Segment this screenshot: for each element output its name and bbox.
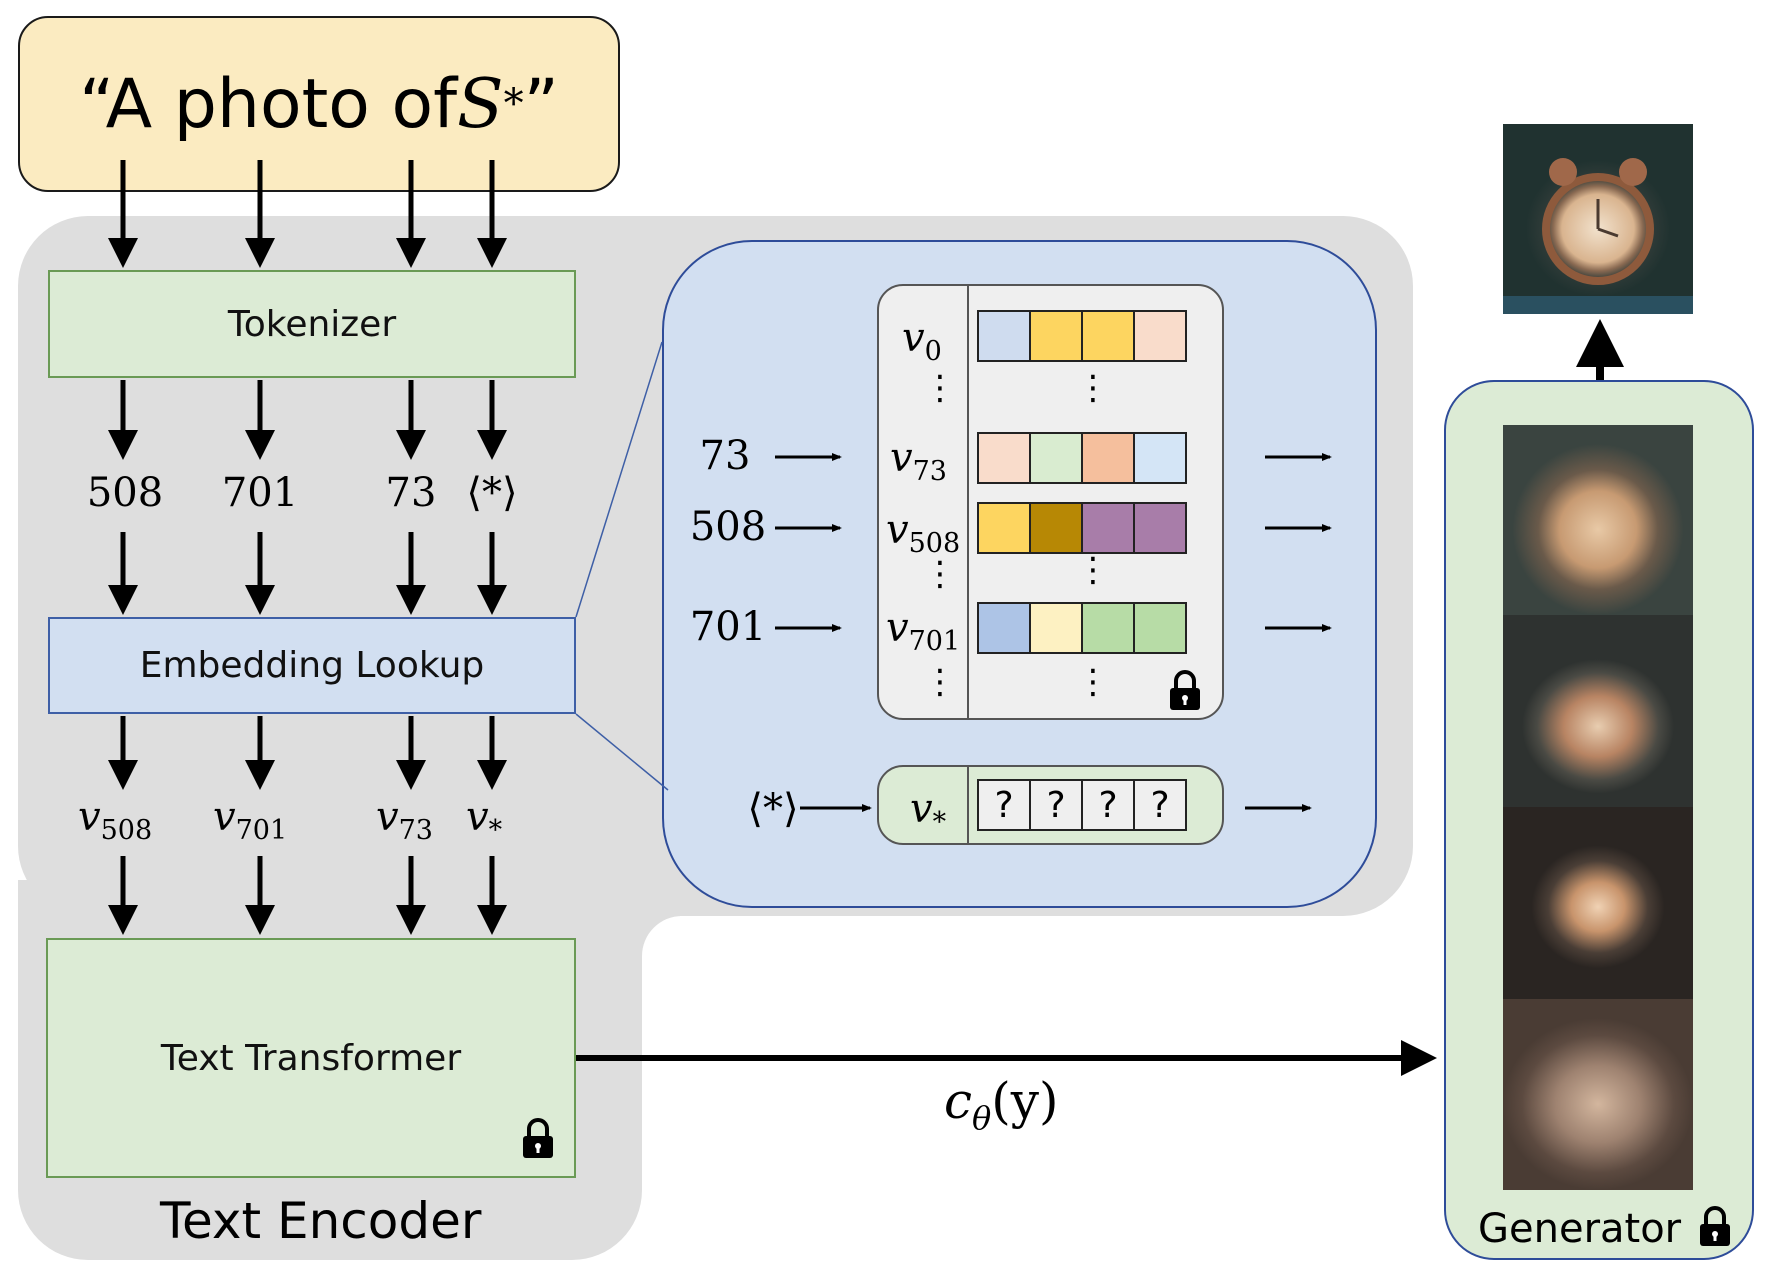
- embedding-cell: [1133, 432, 1187, 484]
- output-image: [1503, 124, 1693, 314]
- unknown-cell-1: ?: [977, 779, 1031, 831]
- prompt-symbol-sub: *: [503, 81, 524, 127]
- vdots-4: ⋮: [1076, 550, 1110, 590]
- prompt-phrase: “A photo of: [79, 64, 458, 144]
- vdots-5: ⋮: [923, 662, 957, 702]
- unknown-cell-2: ?: [1029, 779, 1083, 831]
- tokenizer-block: Tokenizer: [48, 270, 576, 378]
- lock-icon: [1168, 670, 1202, 712]
- vdots-6: ⋮: [1076, 662, 1110, 702]
- zoom-line-top: [575, 341, 663, 618]
- zoom-line-bottom: [575, 713, 669, 791]
- embedding-cell: [1081, 602, 1135, 654]
- zoom-input-73: 73: [699, 433, 751, 479]
- denoise-step-2-image: [1503, 615, 1693, 807]
- conditioning-label: cθ(y): [944, 1072, 1059, 1137]
- embedding-v508: v508: [78, 794, 153, 846]
- generator-label: Generator: [1478, 1206, 1682, 1252]
- embedding-v73: v73: [376, 794, 433, 846]
- row-label-v508: v508: [886, 507, 961, 559]
- row-label-v0: v0: [902, 315, 942, 367]
- embedding-cell: [1029, 310, 1083, 362]
- token-id-508: 508: [86, 470, 164, 516]
- embedding-cell: [1029, 602, 1083, 654]
- star-divider: [967, 765, 969, 845]
- text-encoder-label: Text Encoder: [160, 1192, 482, 1250]
- token-id-701: 701: [221, 470, 299, 516]
- embedding-lookup-block: Embedding Lookup: [48, 617, 576, 714]
- embedding-cell: [1133, 602, 1187, 654]
- embedding-cell: [977, 602, 1031, 654]
- embedding-cell: [977, 432, 1031, 484]
- text-transformer-label: Text Transformer: [160, 1037, 462, 1079]
- token-id-73: 73: [385, 470, 437, 516]
- vdots-2: ⋮: [1076, 368, 1110, 408]
- embedding-cell: [1133, 502, 1187, 554]
- alarm-clock-icon: [1503, 158, 1693, 314]
- embedding-lookup-label: Embedding Lookup: [139, 645, 485, 686]
- denoise-step-4-image: [1503, 999, 1693, 1190]
- row-label-v701: v701: [886, 605, 961, 657]
- zoom-input-star: ⟨*⟩: [747, 786, 799, 832]
- denoise-step-1-image: [1503, 425, 1693, 615]
- prompt-text: “A photo of S*”: [18, 16, 620, 192]
- embedding-vstar: v*: [466, 794, 503, 846]
- embedding-cell: [977, 310, 1031, 362]
- vdots-3: ⋮: [923, 554, 957, 594]
- table-divider: [967, 284, 969, 720]
- zoom-input-701: 701: [689, 604, 767, 650]
- prompt-symbol: S: [457, 64, 504, 144]
- row-label-vstar: v*: [910, 786, 947, 838]
- embedding-cell: [1029, 432, 1083, 484]
- embedding-cell: [1081, 432, 1135, 484]
- panel-corner-cut: [642, 916, 722, 996]
- unknown-cell-4: ?: [1133, 779, 1187, 831]
- lock-icon: [1698, 1206, 1732, 1248]
- unknown-cell-3: ?: [1081, 779, 1135, 831]
- embedding-cell: [977, 502, 1031, 554]
- prompt-box: [18, 16, 620, 192]
- vdots-1: ⋮: [923, 368, 957, 408]
- embedding-cell: [1133, 310, 1187, 362]
- zoom-input-508: 508: [689, 504, 767, 550]
- embedding-cell: [1081, 502, 1135, 554]
- prompt-close-quote: ”: [523, 64, 559, 144]
- text-transformer-block: Text Transformer: [46, 938, 576, 1178]
- embedding-cell: [1029, 502, 1083, 554]
- lock-icon: [521, 1118, 555, 1160]
- embedding-cell: [1081, 310, 1135, 362]
- token-id-star: ⟨*⟩: [466, 470, 518, 516]
- embedding-v701: v701: [213, 794, 288, 846]
- tokenizer-label: Tokenizer: [227, 303, 397, 345]
- denoise-step-3-image: [1503, 807, 1693, 999]
- row-label-v73: v73: [890, 435, 947, 487]
